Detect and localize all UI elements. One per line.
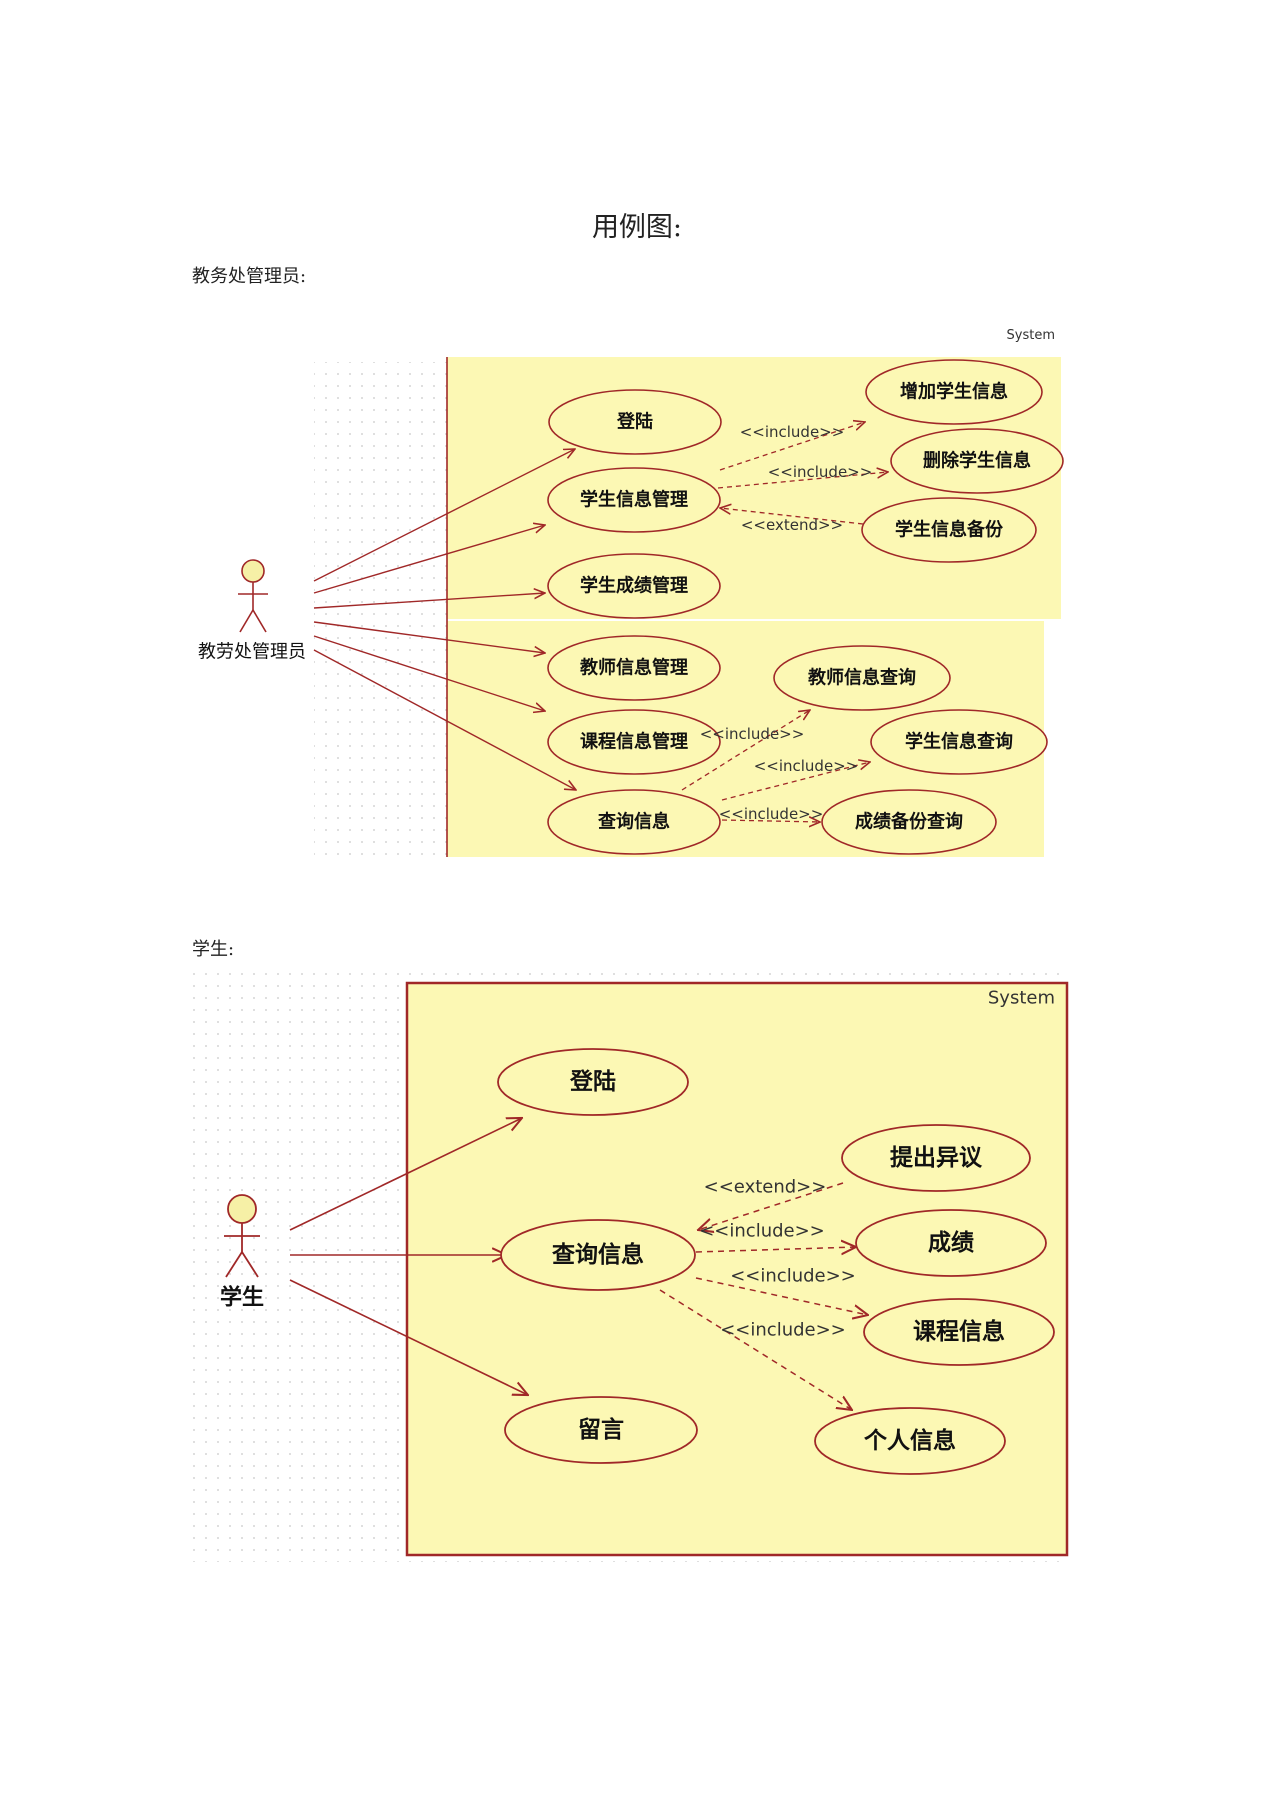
associations-2	[289, 1118, 528, 1395]
assoc-score-mgmt	[313, 593, 545, 609]
dep2-personal	[659, 1289, 852, 1410]
rel-label-include-add: <<include>>	[740, 423, 845, 441]
use-case-labels-2: 登陆 查询信息 留言 提出异议 成绩 课程信息 个人信息	[552, 1069, 1005, 1454]
dep2-score	[695, 1247, 856, 1252]
actor-student	[224, 1194, 260, 1278]
uc2-login-label: 登陆	[569, 1069, 616, 1095]
diagram-student: System 学生	[192, 970, 1069, 1562]
grid-background	[314, 362, 450, 856]
actor-admin	[238, 559, 268, 633]
actor-head-2	[227, 1194, 257, 1224]
section-label-admin: 教务处管理员:	[192, 266, 307, 287]
uc-score-mgmt	[547, 553, 721, 619]
uc2-score-label: 成绩	[928, 1229, 974, 1256]
uc-q-student-label: 学生信息查询	[905, 731, 1013, 753]
dep-delete	[717, 472, 888, 489]
uc2-query-label: 查询信息	[552, 1241, 644, 1268]
dep-q-teacher	[681, 710, 810, 791]
actor-head	[241, 559, 265, 583]
actor-label: 教劳处管理员	[198, 642, 306, 663]
uc2-personal	[814, 1407, 1006, 1475]
rel-label-extend-backup: <<extend>>	[741, 516, 843, 534]
rel-label-include-delete: <<include>>	[768, 463, 873, 481]
dependencies	[681, 422, 888, 822]
system-label: System	[1007, 328, 1055, 343]
associations	[313, 449, 576, 790]
uc2-login	[497, 1048, 689, 1116]
uc-del-stu	[890, 428, 1064, 494]
actor-leg-left-2	[225, 1251, 243, 1278]
actor-leg-left	[239, 609, 254, 633]
uc-teacher-mgmt	[547, 635, 721, 701]
uc-q-score-backup-label: 成绩备份查询	[855, 811, 963, 833]
assoc2-login	[289, 1118, 522, 1231]
uc-course-mgmt	[547, 709, 721, 775]
uc-q-teacher-label: 教师信息查询	[808, 667, 916, 689]
rel-label-include-q-student: <<include>>	[754, 757, 859, 775]
relation-labels-2: <<extend>> <<include>> <<include>> <<inc…	[699, 1177, 856, 1341]
uc-q-teacher	[773, 645, 951, 711]
rel2-label-include-personal: <<include>>	[720, 1320, 846, 1341]
assoc2-message	[289, 1279, 528, 1395]
uc-query	[547, 789, 721, 855]
uc-del-stu-label: 删除学生信息	[923, 450, 1031, 472]
system-label-2: System	[988, 988, 1055, 1009]
uc-course-mgmt-label: 课程信息管理	[580, 731, 688, 753]
use-cases	[547, 359, 1064, 855]
uc2-course-label: 课程信息	[913, 1318, 1005, 1345]
uc2-score	[855, 1209, 1047, 1277]
use-case-labels: 登陆 学生信息管理 学生成绩管理 教师信息管理 课程信息管理 查询信息 增加学生…	[580, 381, 1031, 833]
rel2-label-include-score: <<include>>	[699, 1221, 825, 1242]
uc-teacher-mgmt-label: 教师信息管理	[580, 657, 688, 679]
uc-q-score-backup	[821, 789, 997, 855]
section-label-student: 学生:	[192, 939, 235, 960]
diagram-admin: System 教劳处管理员	[198, 328, 1064, 857]
uc2-personal-label: 个人信息	[864, 1427, 956, 1454]
rel2-label-include-course: <<include>>	[730, 1266, 856, 1287]
uc-q-student	[870, 709, 1048, 775]
rel-label-include-q-backup: <<include>>	[719, 805, 824, 823]
uc2-objection	[841, 1124, 1031, 1192]
rel2-label-extend: <<extend>>	[704, 1177, 827, 1198]
uc-query-label: 查询信息	[598, 811, 670, 833]
uc2-objection-label: 提出异议	[890, 1144, 983, 1171]
actor-label-2: 学生	[220, 1285, 264, 1311]
page-title: 用例图:	[591, 212, 683, 243]
uc2-course	[863, 1298, 1055, 1366]
uc-backup-stu-label: 学生信息备份	[895, 519, 1004, 541]
uc2-message	[504, 1396, 698, 1464]
use-cases-2	[497, 1048, 1055, 1475]
uc-login	[548, 389, 722, 455]
uc2-message-label: 留言	[578, 1416, 624, 1443]
assoc-login	[313, 449, 575, 582]
dep2-course	[695, 1277, 868, 1315]
uc-add-stu-label: 增加学生信息	[900, 381, 1008, 403]
uc-stu-mgmt-label: 学生信息管理	[580, 489, 688, 511]
dep-q-backup	[721, 820, 820, 822]
uc2-query	[500, 1219, 696, 1291]
uc-score-mgmt-label: 学生成绩管理	[580, 575, 688, 597]
dep-q-student	[721, 762, 870, 801]
dependencies-2	[659, 1182, 868, 1410]
assoc-query	[313, 649, 576, 790]
uc-stu-mgmt	[547, 467, 721, 533]
assoc-teacher-mgmt	[313, 621, 545, 653]
uc-login-label: 登陆	[616, 411, 653, 433]
dep-backup	[720, 508, 864, 525]
dep-add	[719, 422, 865, 471]
assoc-course-mgmt	[313, 635, 545, 711]
rel-label-include-q-teacher: <<include>>	[700, 725, 805, 743]
uc-backup-stu	[861, 497, 1037, 563]
dep2-objection	[698, 1182, 844, 1230]
uc-add-stu	[865, 359, 1043, 425]
relation-labels: <<include>> <<include>> <<extend>> <<inc…	[700, 423, 873, 823]
assoc-stu-mgmt	[313, 525, 545, 594]
actor-leg-right	[252, 609, 267, 633]
actor-leg-right-2	[241, 1251, 259, 1278]
